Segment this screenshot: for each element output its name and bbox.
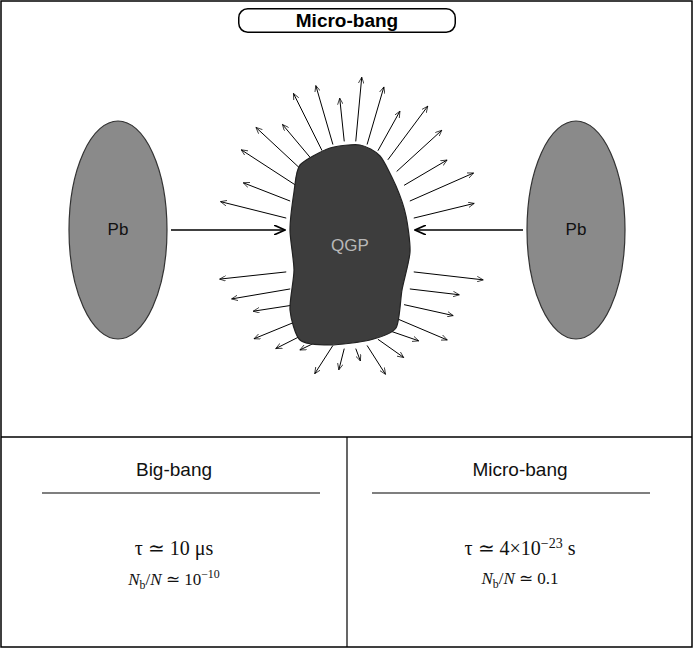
collision-arrow (415, 229, 523, 231)
emission-arrow (397, 319, 448, 340)
emission-arrow (410, 289, 459, 295)
emission-arrow (241, 150, 296, 186)
nucleus-ellipse (69, 121, 167, 339)
text-run: N (150, 570, 161, 589)
emission-arrow (404, 160, 447, 185)
text-run: N (481, 569, 492, 588)
lead-nucleus-label: Pb (108, 220, 129, 240)
emission-arrow (378, 339, 404, 357)
emission-arrow (378, 111, 400, 151)
text-run: Micro-bang (472, 459, 567, 480)
emission-arrow (367, 87, 384, 145)
emission-arrow (339, 349, 344, 370)
emission-arrow (410, 173, 474, 201)
node-text-holder: Pb (526, 120, 626, 340)
qgp-fireball: QGP (288, 145, 412, 347)
text-run: N (128, 570, 139, 589)
table-cell: Nb/N ≃ 0.1 (481, 568, 558, 592)
text-run: −10 (201, 567, 220, 581)
column-header: Big-bang (136, 459, 212, 481)
emission-arrow (221, 202, 287, 218)
text-run: b (493, 577, 499, 591)
lead-nucleus: Pb (68, 120, 168, 340)
emission-arrow (232, 289, 291, 299)
emission-arrow (356, 77, 362, 141)
emission-arrow (256, 127, 303, 171)
title-outline (239, 9, 456, 33)
emission-arrow (404, 305, 453, 316)
header-underline (42, 492, 320, 493)
nucleus-ellipse (527, 121, 625, 339)
title-box: Micro-bang (238, 8, 456, 33)
table-cell: Nb/N ≃ 10−10 (128, 567, 219, 593)
emission-arrow (340, 98, 345, 141)
header-underline (372, 492, 650, 493)
text-run: −23 (541, 536, 563, 551)
text-run: ≃ 0.1 (515, 569, 559, 588)
emission-arrow (220, 272, 287, 279)
emission-arrow (414, 272, 483, 280)
text-run: / (146, 570, 151, 589)
qgp-fireball-label: QGP (331, 236, 369, 256)
node-text-holder: QGP (288, 145, 412, 347)
lead-nucleus: Pb (526, 120, 626, 340)
text-run: τ ≃ 4×10 (464, 537, 540, 559)
text-run: b (140, 578, 146, 592)
emission-arrow (315, 345, 333, 373)
text-run: s (563, 537, 576, 559)
text-run: ≃ 10 (162, 570, 202, 589)
emission-arrow (414, 203, 474, 218)
column-header: Micro-bang (472, 459, 567, 481)
emission-arrow (388, 106, 428, 160)
emission-arrow (356, 349, 361, 361)
text-run: τ ≃ 10 μs (135, 537, 214, 559)
fireball-shape (290, 145, 410, 345)
text-run: N (503, 569, 514, 588)
emission-arrow (282, 124, 312, 159)
lead-nucleus-label: Pb (566, 220, 587, 240)
emission-arrow (397, 130, 442, 171)
title-box-label: Micro-bang (296, 10, 398, 32)
collision-arrow (171, 229, 285, 231)
emission-arrow (316, 86, 333, 145)
column-divider (346, 437, 347, 647)
table-cell: τ ≃ 4×10−23 s (464, 536, 575, 561)
emission-arrow (243, 183, 290, 201)
text-run: Big-bang (136, 459, 212, 480)
table-cell: τ ≃ 10 μs (135, 536, 214, 560)
node-text-holder: Pb (68, 120, 168, 340)
emission-arrow (367, 345, 385, 374)
text-run: / (499, 569, 504, 588)
node-text-holder: Micro-bang (238, 8, 456, 33)
